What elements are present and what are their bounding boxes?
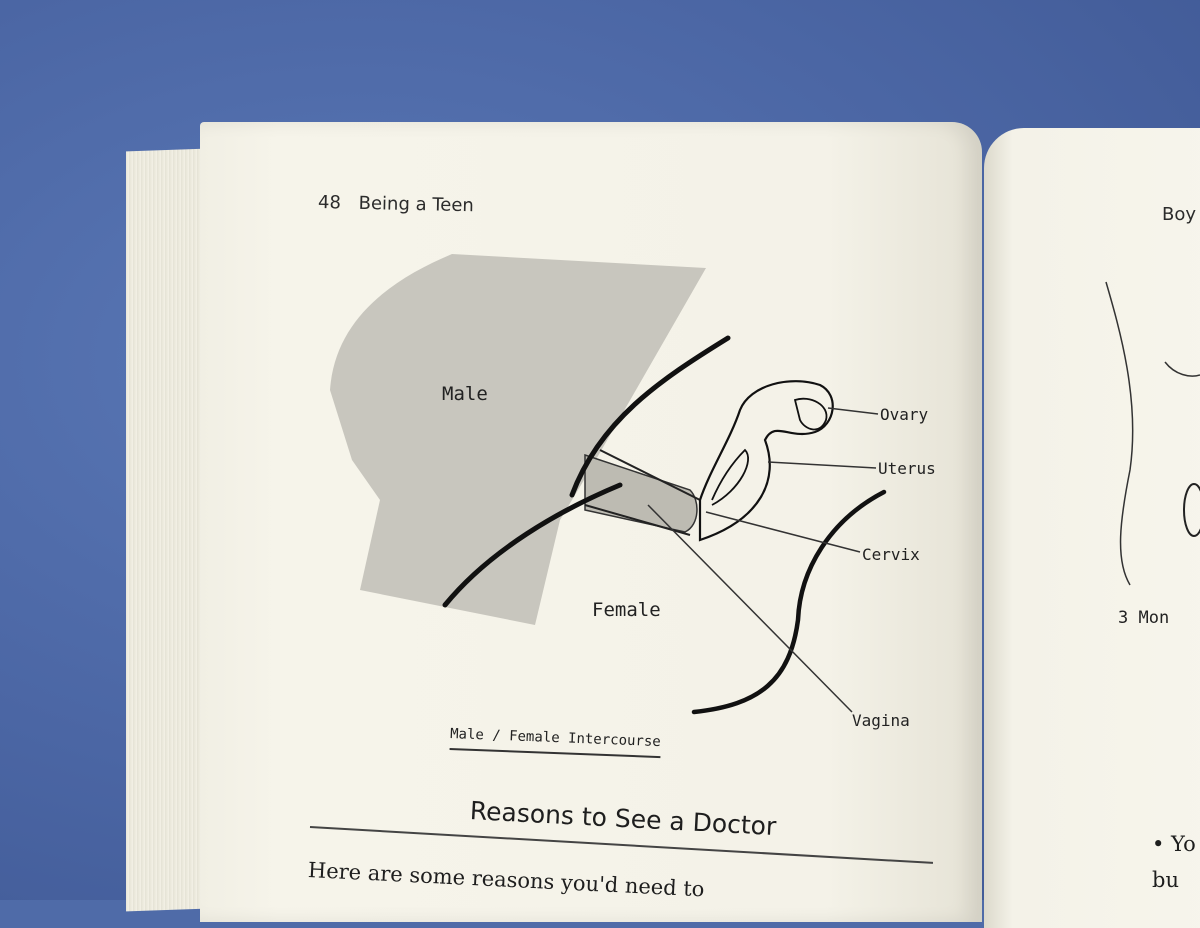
right-page-caption: 3 Mon — [1118, 608, 1170, 628]
male-body-shape — [330, 254, 706, 625]
label-ovary: Ovary — [880, 405, 929, 424]
female-front-line — [442, 482, 623, 608]
right-page — [984, 128, 1200, 928]
vagina-leader — [647, 504, 853, 713]
female-thigh-line — [691, 489, 887, 715]
label-uterus: Uterus — [878, 459, 936, 478]
right-page-bullets: • Yo bu — [1152, 826, 1196, 898]
ovary-leader — [827, 407, 879, 415]
label-vagina: Vagina — [852, 711, 910, 730]
female-back-line — [569, 335, 731, 498]
right-bullet-line-1: • Yo — [1152, 832, 1196, 856]
uterus-leader — [767, 461, 877, 469]
left-page — [200, 122, 982, 922]
label-male: Male — [442, 383, 488, 405]
ovary-shape — [793, 397, 828, 431]
right-figure-outline — [1105, 281, 1134, 586]
right-bullet-line-2: bu — [1152, 868, 1179, 892]
uterus-outline — [698, 380, 834, 542]
label-cervix: Cervix — [862, 545, 920, 564]
right-running-head: Boy — [1162, 204, 1197, 225]
uterus-inner — [711, 448, 749, 506]
label-female: Female — [592, 599, 661, 621]
right-figure-fetus — [1183, 483, 1200, 537]
right-figure-curve — [1164, 361, 1200, 377]
anatomy-diagram: Male Female Ovary Uterus Cervix Vagina — [330, 254, 1200, 730]
cervix-leader — [705, 511, 861, 553]
